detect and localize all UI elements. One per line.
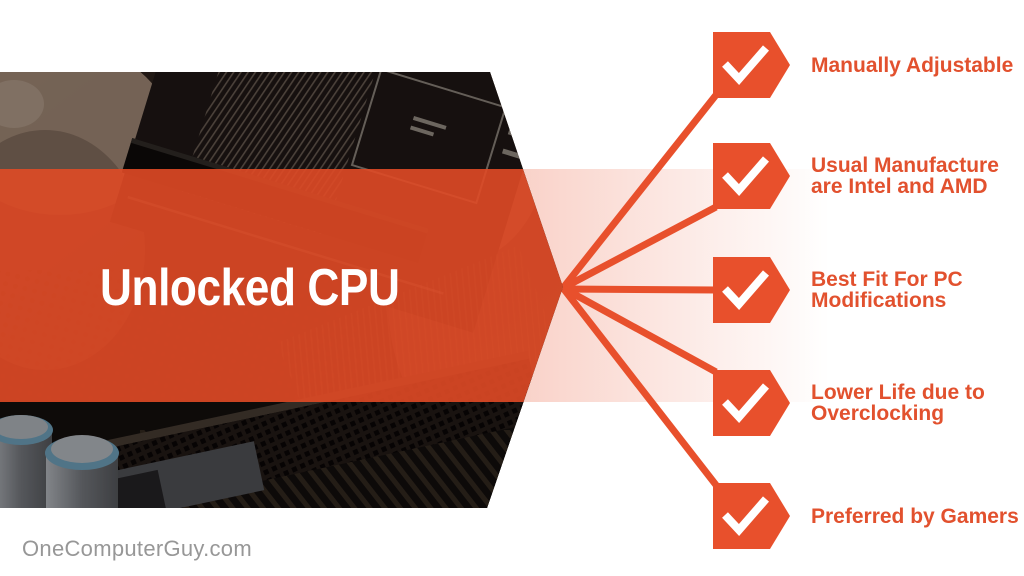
connector-line-4	[561, 284, 718, 376]
check-badge	[713, 370, 790, 436]
check-icon	[722, 383, 770, 423]
feature-item-5: Preferred by Gamers	[713, 483, 1019, 549]
page-title: Unlocked CPU	[100, 259, 400, 317]
feature-label: Manually Adjustable	[811, 53, 1014, 77]
check-icon	[722, 270, 770, 310]
connector-line-5	[560, 285, 719, 488]
feature-label: Preferred by Gamers	[811, 504, 1019, 528]
check-badge	[713, 32, 790, 98]
title-banner	[0, 169, 563, 402]
connector-lines	[560, 92, 719, 488]
connector-line-3	[562, 285, 717, 294]
photo-capacitors	[0, 415, 119, 508]
check-badge	[713, 483, 790, 549]
check-icon	[722, 156, 770, 196]
check-badge	[713, 143, 790, 209]
cpu-photo	[0, 72, 563, 508]
feature-item-1: Manually Adjustable	[713, 32, 1013, 98]
check-icon	[722, 45, 770, 85]
site-credit: OneComputerGuy.com	[22, 536, 252, 561]
check-badge	[713, 257, 790, 323]
check-icon	[722, 496, 770, 536]
connector-line-1	[560, 92, 719, 291]
connector-line-2	[561, 203, 718, 292]
